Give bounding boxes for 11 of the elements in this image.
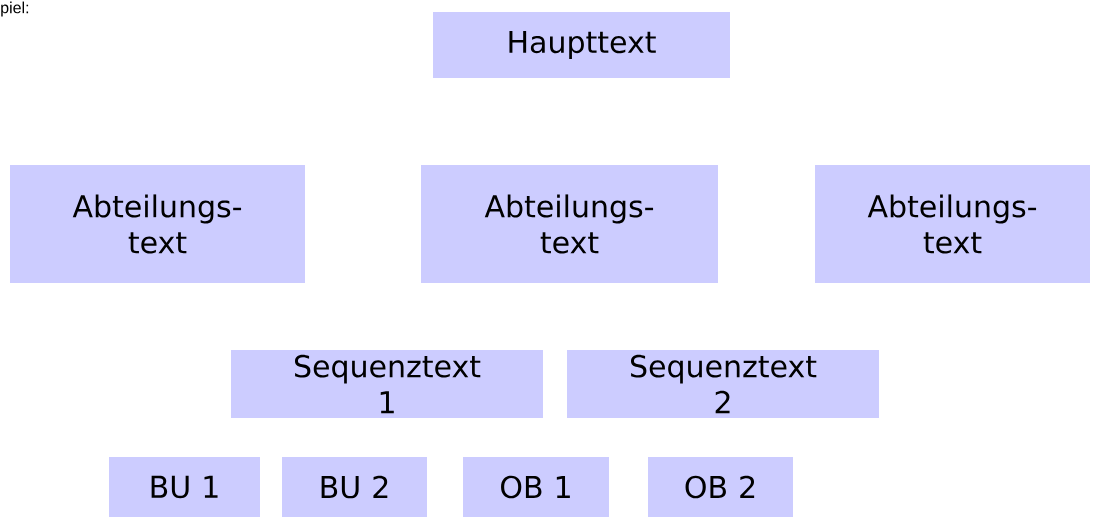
text-box: Sequenztext 1 xyxy=(231,350,543,418)
text-box: OB 1 xyxy=(463,457,609,517)
text-box: Haupttext xyxy=(433,12,730,78)
note-text: piel: xyxy=(1,1,29,17)
text-box: Abteilungs- text xyxy=(10,165,305,283)
text-box: BU 2 xyxy=(282,457,427,517)
text-box: Sequenztext 2 xyxy=(567,350,879,418)
text-box: Abteilungs- text xyxy=(815,165,1090,283)
text-box: OB 2 xyxy=(648,457,793,517)
text-box: BU 1 xyxy=(109,457,260,517)
text-box: Abteilungs- text xyxy=(421,165,718,283)
